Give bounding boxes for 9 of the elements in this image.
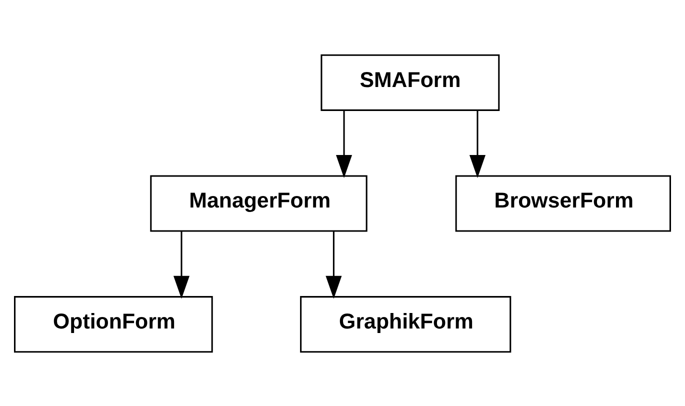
node-box: OptionForm — [14, 296, 213, 352]
arrow — [326, 231, 342, 298]
node-box: BrowserForm — [455, 174, 671, 232]
node-box: ManagerForm — [150, 174, 368, 232]
arrow — [336, 110, 352, 178]
arrow — [469, 110, 486, 178]
node-box: GraphikForm — [300, 296, 512, 352]
node-box: SMAForm — [320, 54, 500, 110]
arrow — [173, 231, 190, 298]
